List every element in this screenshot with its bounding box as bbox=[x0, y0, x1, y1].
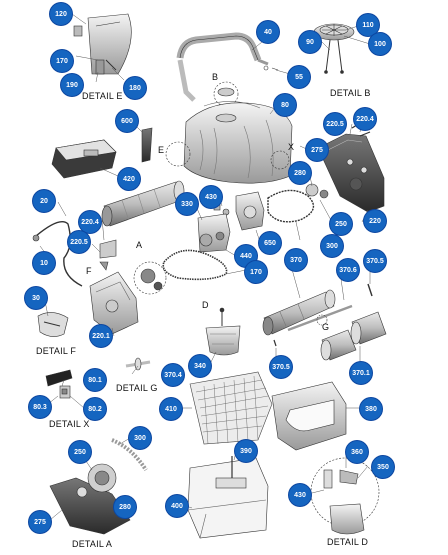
letter-f: F bbox=[86, 266, 92, 276]
roller-370 bbox=[262, 289, 336, 336]
callout-250[interactable]: 250 bbox=[330, 213, 352, 235]
callout-220-4[interactable]: 220.4 bbox=[354, 108, 376, 130]
callout-170[interactable]: 170 bbox=[51, 50, 73, 72]
callout-250-b[interactable]: 250 bbox=[69, 441, 91, 463]
detail-g-label: DETAIL G bbox=[116, 383, 158, 393]
callout-300[interactable]: 300 bbox=[321, 235, 343, 257]
callout-100[interactable]: 100 bbox=[369, 33, 391, 55]
callout-220-5-left[interactable]: 220.5 bbox=[68, 231, 90, 253]
callout-370-6[interactable]: 370.6 bbox=[337, 259, 359, 281]
detail-f-label: DETAIL F bbox=[36, 346, 77, 356]
callout-20[interactable]: 20 bbox=[33, 190, 55, 212]
callout-10[interactable]: 10 bbox=[33, 252, 55, 274]
callout-380[interactable]: 380 bbox=[360, 398, 382, 420]
callout-220-5[interactable]: 220.5 bbox=[324, 113, 346, 135]
callout-80-1[interactable]: 80.1 bbox=[84, 369, 106, 391]
callout-370-5[interactable]: 370.5 bbox=[364, 250, 386, 272]
detail-d-label: DETAIL D bbox=[327, 537, 369, 547]
handle bbox=[176, 32, 279, 102]
callout-350[interactable]: 350 bbox=[372, 456, 394, 478]
callout-600[interactable]: 600 bbox=[116, 110, 138, 132]
callout-370-1[interactable]: 370.1 bbox=[350, 362, 372, 384]
callout-370[interactable]: 370 bbox=[285, 249, 307, 271]
detail-d-assembly bbox=[310, 457, 380, 535]
tray-380 bbox=[271, 381, 347, 451]
callout-420[interactable]: 420 bbox=[118, 168, 140, 190]
callout-330[interactable]: 330 bbox=[176, 193, 198, 215]
box-400 bbox=[187, 456, 269, 539]
callout-180[interactable]: 180 bbox=[124, 77, 146, 99]
callout-190[interactable]: 190 bbox=[61, 74, 83, 96]
callout-275-b[interactable]: 275 bbox=[29, 511, 51, 533]
callout-30[interactable]: 30 bbox=[25, 287, 47, 309]
callout-80-3[interactable]: 80.3 bbox=[29, 396, 51, 418]
filter-bag bbox=[51, 139, 117, 179]
callout-430[interactable]: 430 bbox=[200, 186, 222, 208]
callout-55[interactable]: 55 bbox=[288, 66, 310, 88]
letter-g: G bbox=[322, 322, 330, 332]
motor-block bbox=[222, 191, 265, 231]
callout-80[interactable]: 80 bbox=[274, 94, 296, 116]
callout-300-b[interactable]: 300 bbox=[129, 427, 151, 449]
callout-120[interactable]: 120 bbox=[50, 3, 72, 25]
detail-e-label: DETAIL E bbox=[82, 91, 123, 101]
gear-pulley bbox=[267, 183, 329, 223]
roller-370-1 bbox=[320, 311, 387, 361]
letter-x: X bbox=[288, 142, 295, 152]
callout-220-1[interactable]: 220.1 bbox=[90, 325, 112, 347]
side-panel-left bbox=[89, 271, 139, 335]
letter-d: D bbox=[202, 300, 209, 310]
impeller-340 bbox=[205, 307, 241, 356]
callout-280[interactable]: 280 bbox=[289, 162, 311, 184]
callout-220-4-left[interactable]: 220.4 bbox=[79, 211, 101, 233]
callout-390[interactable]: 390 bbox=[235, 440, 257, 462]
filter-basket bbox=[189, 371, 273, 445]
callout-80-2[interactable]: 80.2 bbox=[84, 398, 106, 420]
callout-220[interactable]: 220 bbox=[364, 210, 386, 232]
callout-110[interactable]: 110 bbox=[357, 14, 379, 36]
callout-370-4[interactable]: 370.4 bbox=[162, 364, 184, 386]
pump-motor bbox=[197, 197, 231, 253]
detail-x-label: DETAIL X bbox=[49, 419, 90, 429]
detail-a-label: DETAIL A bbox=[72, 539, 113, 549]
callout-90[interactable]: 90 bbox=[299, 31, 321, 53]
callout-650[interactable]: 650 bbox=[259, 232, 281, 254]
side-panel-right bbox=[317, 121, 385, 213]
callout-280-b[interactable]: 280 bbox=[114, 496, 136, 518]
filter-cap bbox=[313, 23, 355, 74]
callout-410[interactable]: 410 bbox=[160, 398, 182, 420]
letter-e: E bbox=[158, 145, 165, 155]
body-cover bbox=[165, 101, 293, 184]
callout-275[interactable]: 275 bbox=[306, 139, 328, 161]
callout-340[interactable]: 340 bbox=[189, 355, 211, 377]
callout-430-b[interactable]: 430 bbox=[289, 484, 311, 506]
callout-170-b[interactable]: 170 bbox=[245, 261, 267, 283]
callout-360[interactable]: 360 bbox=[346, 441, 368, 463]
detail-a-assembly bbox=[49, 438, 148, 535]
callout-400[interactable]: 400 bbox=[166, 495, 188, 517]
letter-a: A bbox=[136, 240, 143, 250]
letter-b: B bbox=[212, 72, 219, 82]
callout-40[interactable]: 40 bbox=[257, 21, 279, 43]
callout-370-5-b[interactable]: 370.5 bbox=[270, 356, 292, 378]
brush-roller bbox=[101, 180, 185, 227]
detail-b-label: DETAIL B bbox=[330, 88, 371, 98]
detail-e-bracket bbox=[73, 13, 132, 75]
